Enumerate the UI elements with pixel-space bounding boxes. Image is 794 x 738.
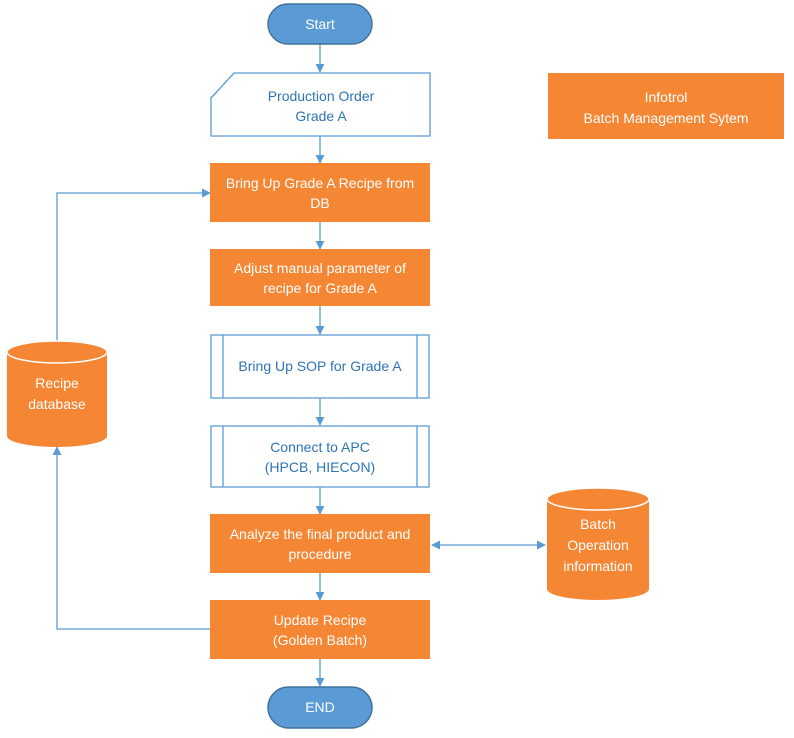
analyze-label-1: Analyze the final product and [230, 526, 411, 542]
connect-apc-label-1: Connect to APC [270, 439, 370, 455]
connectors [52, 44, 546, 687]
production-order-label-1: Production Order [268, 88, 375, 104]
adjust-parameter-process: Adjust manual parameter of recipe for Gr… [210, 249, 430, 306]
production-order-input: Production Order Grade A [210, 72, 431, 137]
update-recipe-process: Update Recipe (Golden Batch) [210, 600, 430, 659]
recipe-database-cylinder: Recipe database [6, 340, 108, 447]
production-order-label-2: Grade A [295, 108, 347, 124]
bring-up-recipe-process: Bring Up Grade A Recipe from DB [210, 163, 430, 222]
bring-up-sop-predefined: Bring Up SOP for Grade A [210, 334, 430, 399]
adjust-parameter-label-1: Adjust manual parameter of [234, 260, 406, 276]
batch-operation-label-2: Operation [567, 537, 628, 553]
end-label: END [305, 699, 335, 715]
infotrol-system-box: Infotrol Batch Management Sytem [548, 73, 784, 139]
update-recipe-label-2: (Golden Batch) [273, 632, 367, 648]
start-label: Start [305, 16, 335, 32]
adjust-parameter-label-2: recipe for Grade A [263, 280, 377, 296]
batch-operation-cylinder: Batch Operation information [546, 487, 650, 600]
bring-up-recipe-label-1: Bring Up Grade A Recipe from [226, 175, 414, 191]
update-recipe-label-1: Update Recipe [274, 612, 367, 628]
connector-update-to-database [52, 446, 210, 630]
infotrol-label-1: Infotrol [645, 89, 688, 105]
recipe-database-label-2: database [28, 396, 86, 412]
recipe-database-label-1: Recipe [35, 375, 79, 391]
connector-database-to-recipe [56, 188, 211, 341]
analyze-process: Analyze the final product and procedure [210, 514, 430, 573]
batch-operation-label-3: information [563, 558, 632, 574]
start-terminator: Start [267, 3, 373, 45]
bring-up-recipe-label-2: DB [310, 195, 329, 211]
end-terminator: END [267, 686, 373, 729]
batch-operation-label-1: Batch [580, 516, 616, 532]
connect-apc-predefined: Connect to APC (HPCB, HIECON) [210, 425, 430, 488]
bring-up-sop-label: Bring Up SOP for Grade A [238, 358, 402, 374]
connect-apc-label-2: (HPCB, HIECON) [265, 459, 375, 475]
infotrol-label-2: Batch Management Sytem [584, 110, 749, 126]
analyze-label-2: procedure [288, 546, 351, 562]
